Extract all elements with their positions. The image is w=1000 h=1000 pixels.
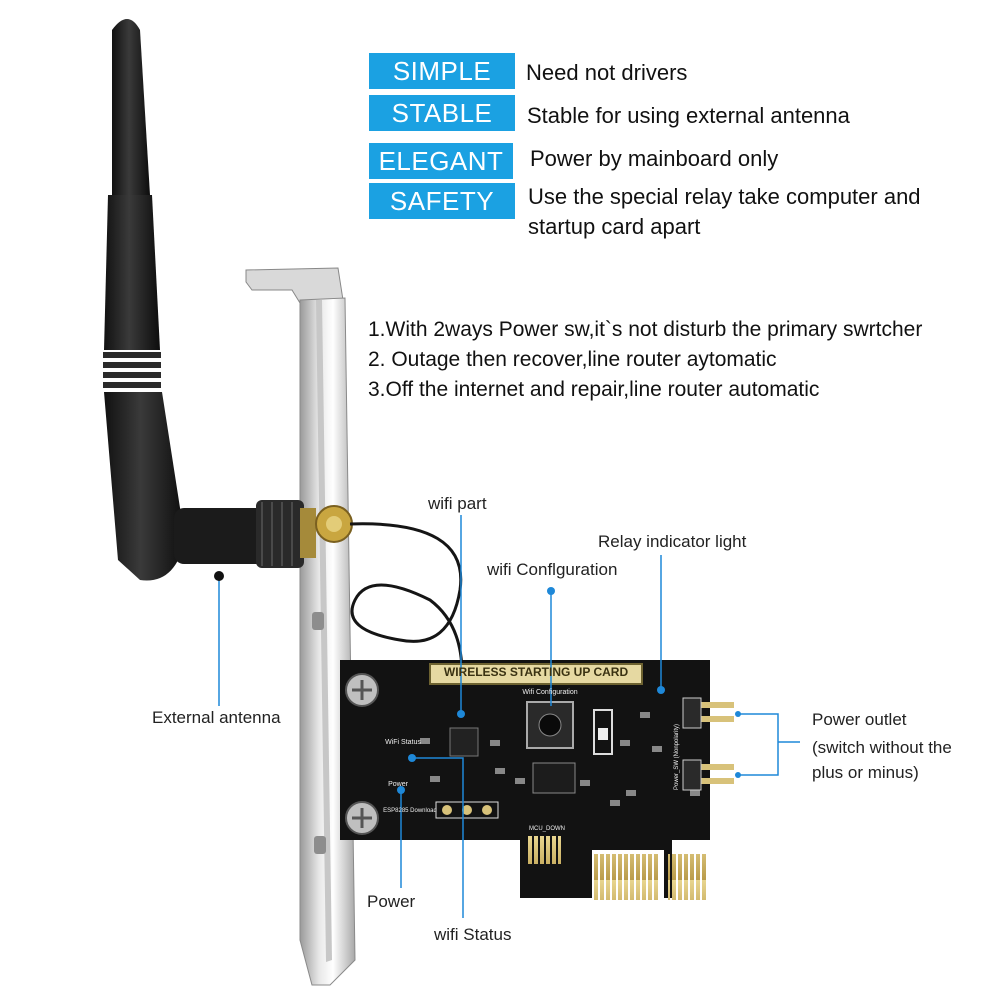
callout-wifi-part: wifi part	[428, 494, 487, 513]
board-wifi-status-label: WiFi Status	[385, 739, 421, 746]
board-esp-label: ESP8285 Download	[383, 808, 437, 814]
callout-power-outlet-note: (switch without the plus or minus)	[812, 738, 952, 782]
feature-tag-safety: SAFETY	[369, 183, 515, 219]
board-title: WIRELESS STARTING UP CARD	[444, 665, 629, 679]
feature-tag-stable: STABLE	[369, 95, 515, 131]
board-mcu-label: MCU_DOWN	[529, 826, 565, 832]
callout-wifi-config: wifi Conflguration	[487, 560, 618, 579]
metal-bracket	[245, 267, 356, 986]
feature-desc-stable: Stable for using external antenna	[527, 103, 850, 128]
callout-power-outlet: Power outlet	[812, 710, 907, 729]
board-power-sw-label: Power_SW (Nonpolarity)	[674, 724, 680, 790]
pcb-board	[340, 660, 734, 900]
feature-desc-simple: Need not drivers	[526, 60, 688, 85]
point-2: 2. Outage then recover,line router aytom…	[368, 348, 777, 371]
callout-external-antenna: External antenna	[152, 708, 281, 727]
feature-desc-elegant: Power by mainboard only	[530, 146, 779, 171]
antenna-cable	[349, 522, 464, 701]
feature-tag-simple: SIMPLE	[369, 53, 515, 89]
board-wifi-config-label: Wifi Configuration	[522, 689, 577, 696]
antenna	[103, 19, 353, 581]
feature-tag-elegant: ELEGANT	[369, 143, 513, 179]
callout-wifi-status: wifi Status	[434, 925, 512, 944]
callout-relay-light: Relay indicator light	[598, 532, 747, 551]
feature-desc-safety: Use the special relay take computer and …	[528, 184, 921, 239]
point-1: 1.With 2ways Power sw,it`s not disturb t…	[368, 318, 923, 341]
callout-power: Power	[367, 892, 416, 911]
point-3: 3.Off the internet and repair,line route…	[368, 378, 820, 401]
callout-lines	[218, 515, 800, 918]
board-power-label: Power	[388, 781, 409, 788]
